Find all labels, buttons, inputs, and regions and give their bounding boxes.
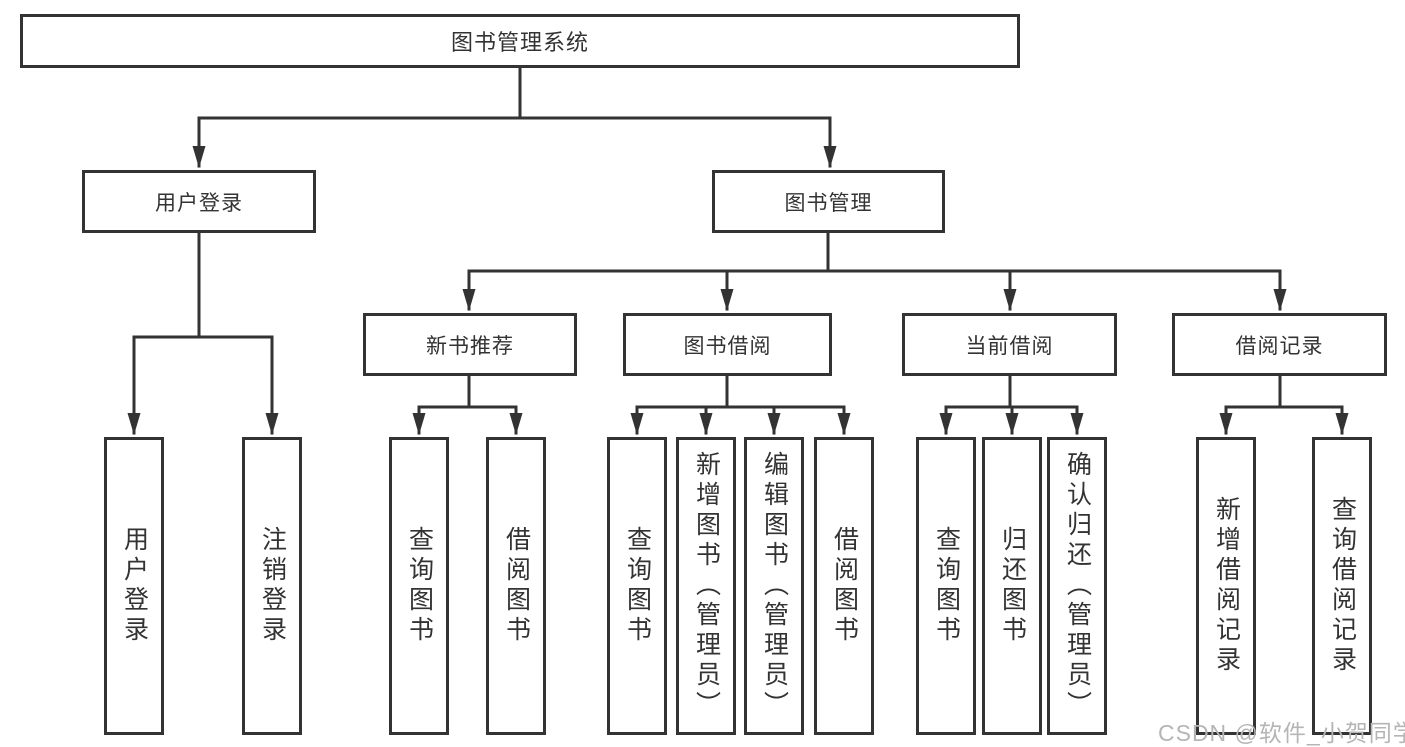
leaf-add-book-admin: 新增图书（管理员） <box>676 437 736 735</box>
connector-root-trunk <box>197 65 832 120</box>
leaf-borrow-book-recommend: 借阅图书 <box>486 437 546 735</box>
node-user-login-label: 用户登录 <box>155 191 243 215</box>
node-user-login: 用户登录 <box>82 170 316 233</box>
node-current-borrow: 当前借阅 <box>902 313 1117 376</box>
leaf-add-book-admin-label: 新增图书（管理员） <box>692 451 721 721</box>
leaf-query-book-recommend-label: 查询图书 <box>405 526 434 646</box>
connector-book-borrow-trunk <box>635 374 846 409</box>
leaf-edit-book-admin: 编辑图书（管理员） <box>744 437 804 735</box>
leaf-add-borrow-record: 新增借阅记录 <box>1196 437 1256 735</box>
leaf-query-borrow-record: 查询借阅记录 <box>1312 437 1372 735</box>
leaf-logout: 注销登录 <box>242 437 302 735</box>
node-borrow-record: 借阅记录 <box>1172 313 1387 376</box>
node-root-system-label: 图书管理系统 <box>450 30 589 55</box>
leaf-edit-book-admin-label: 编辑图书（管理员） <box>760 451 789 721</box>
connector-current-borrow-trunk <box>944 374 1079 409</box>
node-new-book-recommend-label: 新书推荐 <box>426 334 514 358</box>
leaf-return-book-label: 归还图书 <box>998 526 1027 646</box>
leaf-return-book: 归还图书 <box>982 437 1042 735</box>
connector-user-login-trunk <box>132 231 274 339</box>
leaf-query-book-borrow: 查询图书 <box>607 437 667 735</box>
leaf-query-book-borrow-label: 查询图书 <box>623 526 652 646</box>
connector-borrow-record-trunk <box>1224 374 1344 409</box>
leaf-logout-label: 注销登录 <box>258 526 287 646</box>
connector-new-book-trunk <box>417 374 518 409</box>
leaf-query-borrow-record-label: 查询借阅记录 <box>1328 496 1357 676</box>
node-book-borrow: 图书借阅 <box>623 313 832 376</box>
node-current-borrow-label: 当前借阅 <box>965 334 1054 358</box>
leaf-confirm-return-admin: 确认归还（管理员） <box>1047 437 1107 735</box>
connector-book-management-trunk <box>467 231 1282 273</box>
node-new-book-recommend: 新书推荐 <box>363 313 577 376</box>
leaf-borrow-book-borrow: 借阅图书 <box>814 437 874 735</box>
leaf-confirm-return-admin-label: 确认归还（管理员） <box>1063 451 1092 721</box>
leaf-user-login: 用户登录 <box>104 437 164 735</box>
leaf-query-book-current-label: 查询图书 <box>932 526 961 646</box>
node-book-management-label: 图书管理 <box>784 191 873 215</box>
leaf-query-book-current: 查询图书 <box>916 437 976 735</box>
node-book-management: 图书管理 <box>712 170 945 233</box>
node-borrow-record-label: 借阅记录 <box>1235 334 1324 358</box>
leaf-query-book-recommend: 查询图书 <box>389 437 449 735</box>
leaf-add-borrow-record-label: 新增借阅记录 <box>1212 496 1241 676</box>
node-root-system: 图书管理系统 <box>20 14 1020 68</box>
leaf-user-login-label: 用户登录 <box>120 526 149 646</box>
node-book-borrow-label: 图书借阅 <box>683 334 772 358</box>
csdn-watermark: CSDN @软件_小贺同学 <box>1158 720 1405 746</box>
leaf-borrow-book-recommend-label: 借阅图书 <box>502 526 531 646</box>
leaf-borrow-book-borrow-label: 借阅图书 <box>830 526 859 646</box>
